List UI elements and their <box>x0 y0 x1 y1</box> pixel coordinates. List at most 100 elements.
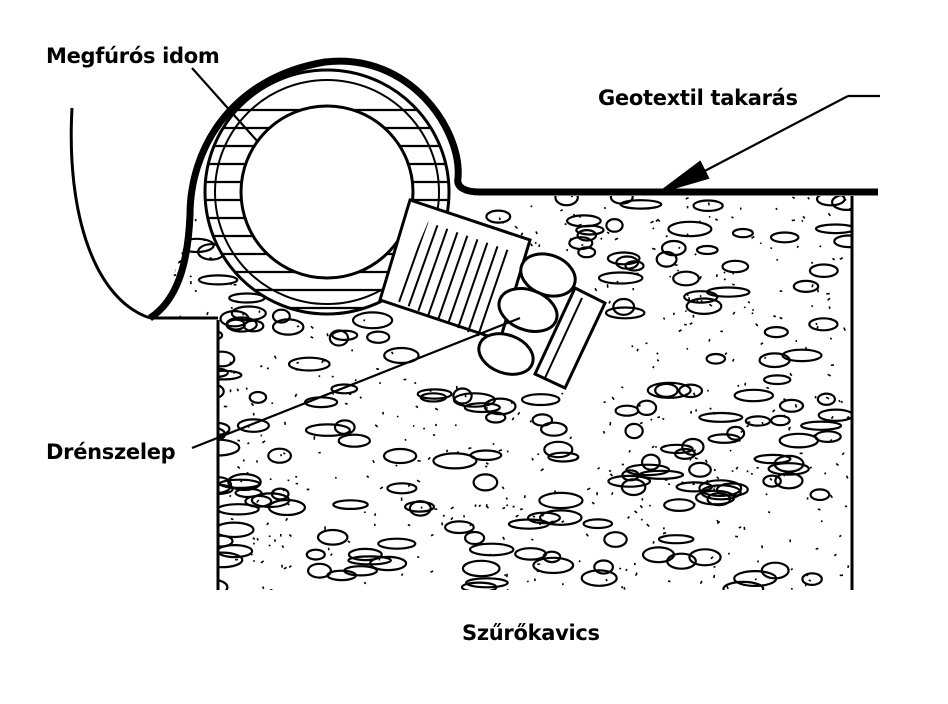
speckle <box>623 587 626 590</box>
pebble <box>576 229 598 242</box>
pebble <box>672 270 700 287</box>
speckle <box>694 457 698 460</box>
pebble <box>733 388 775 403</box>
speckle <box>363 511 366 514</box>
speckle <box>755 323 759 327</box>
speckle <box>618 567 622 570</box>
speckle <box>636 348 639 352</box>
speckle <box>327 547 330 551</box>
speckle <box>633 510 638 514</box>
speckle <box>603 401 606 404</box>
speckle <box>739 207 742 210</box>
pebble <box>287 356 331 372</box>
speckle <box>223 405 228 408</box>
speckle <box>597 466 601 470</box>
speckle <box>790 568 794 571</box>
speckle <box>723 278 727 281</box>
pebble <box>597 271 644 285</box>
speckle <box>795 339 798 342</box>
speckle <box>532 515 536 518</box>
speckle <box>578 214 582 218</box>
speckle <box>415 405 419 409</box>
pebble <box>605 217 624 233</box>
speckle <box>280 454 283 457</box>
speckle <box>662 417 665 421</box>
speckle <box>723 271 726 274</box>
speckle <box>740 430 744 434</box>
speckle <box>685 196 689 200</box>
speckle <box>737 384 740 388</box>
pebble <box>337 433 371 448</box>
speckle <box>732 272 734 275</box>
speckle <box>269 478 272 481</box>
speckle <box>713 468 717 472</box>
speckle <box>266 367 269 370</box>
pebble <box>197 274 239 286</box>
pebble <box>464 530 486 546</box>
speckle <box>282 488 285 492</box>
speckle <box>166 477 170 481</box>
speckle <box>252 542 255 545</box>
pebble <box>150 367 170 381</box>
speckle <box>174 225 178 228</box>
speckle <box>219 331 222 334</box>
speckle <box>729 449 732 452</box>
pebble <box>468 542 515 557</box>
speckle <box>428 389 432 393</box>
speckle <box>832 257 836 261</box>
speckle <box>446 449 449 453</box>
pebble <box>197 578 229 590</box>
speckle <box>169 528 172 531</box>
speckle <box>651 445 655 449</box>
speckle <box>283 566 287 570</box>
speckle <box>260 365 263 368</box>
speckle <box>796 245 800 249</box>
pebble <box>769 231 800 244</box>
pebble <box>604 306 646 320</box>
speckle <box>848 207 851 212</box>
speckle <box>232 370 236 375</box>
speckle <box>635 272 639 275</box>
pebble <box>347 547 383 562</box>
speckle <box>650 220 654 224</box>
speckle <box>262 586 265 590</box>
speckle <box>712 411 717 416</box>
speckle <box>485 505 490 509</box>
speckle <box>324 526 326 530</box>
speckle <box>790 588 793 590</box>
label-drain-valve: Drénszelep <box>46 440 176 464</box>
speckle <box>169 556 171 560</box>
pebble <box>452 387 473 405</box>
speckle <box>372 459 375 464</box>
speckle <box>520 508 524 511</box>
speckle <box>656 359 660 362</box>
speckle <box>840 400 844 404</box>
speckle <box>173 573 176 578</box>
pebble <box>688 548 722 567</box>
speckle <box>830 364 834 367</box>
pebble <box>150 259 176 278</box>
speckle <box>502 221 504 224</box>
speckle <box>403 378 407 381</box>
pebble <box>781 348 823 363</box>
speckle <box>285 517 289 522</box>
speckle <box>281 564 284 568</box>
speckle <box>683 323 687 326</box>
pebble <box>250 492 291 509</box>
speckle <box>838 534 842 538</box>
pebble <box>186 372 210 388</box>
speckle <box>173 274 177 277</box>
speckle <box>664 478 668 481</box>
speckle <box>706 389 709 392</box>
speckle <box>692 392 696 396</box>
speckle <box>808 579 812 582</box>
speckle <box>674 264 678 266</box>
speckle <box>379 486 384 490</box>
speckle <box>434 508 438 511</box>
speckle <box>180 377 184 381</box>
speckle <box>830 415 834 420</box>
pebble <box>706 492 732 507</box>
pebble <box>326 569 357 582</box>
speckle <box>756 467 759 469</box>
speckle <box>501 486 505 490</box>
